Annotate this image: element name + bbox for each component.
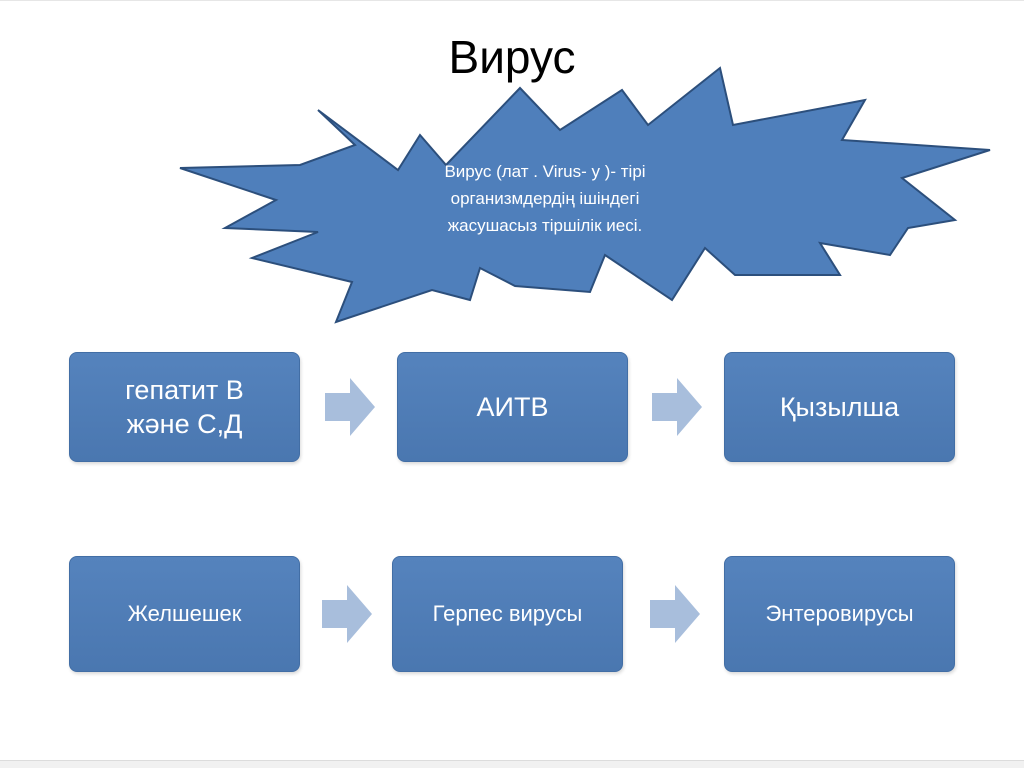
arrow-right-icon	[652, 378, 702, 436]
box-measles: Қызылша	[724, 352, 955, 462]
box-chickenpox: Желшешек	[69, 556, 300, 672]
box-label: Герпес вирусы	[432, 601, 583, 626]
definition-line: жасушасыз тіршілік иесі.	[447, 216, 643, 235]
box-label: АИТВ	[476, 392, 549, 422]
box-enterovirus: Энтеровирусы	[724, 556, 955, 672]
box-label-line: гепатит В	[125, 375, 244, 405]
arrow-right-icon	[650, 585, 700, 643]
box-label: Желшешек	[127, 601, 242, 626]
box-aitv: АИТВ	[397, 352, 628, 462]
explosion-shape	[179, 66, 991, 324]
slide-title: Вирус	[448, 31, 576, 83]
slide-top-border	[0, 0, 1024, 1]
box-label: Энтеровирусы	[765, 601, 914, 626]
slide-bottom-border	[0, 760, 1024, 768]
virus-definition: Вирус (лат . Virus- у )- тірі организмде…	[380, 158, 710, 239]
arrow-right-icon	[322, 585, 372, 643]
definition-line: организмдердің ішіндегі	[450, 189, 640, 208]
box-hepatitis: гепатит В және С,Д	[69, 352, 300, 462]
box-label: Қызылша	[779, 392, 900, 422]
box-label-line: және С,Д	[126, 409, 243, 439]
arrow-right-icon	[325, 378, 375, 436]
box-herpes: Герпес вирусы	[392, 556, 623, 672]
definition-line: Вирус (лат . Virus- у )- тірі	[444, 162, 646, 181]
